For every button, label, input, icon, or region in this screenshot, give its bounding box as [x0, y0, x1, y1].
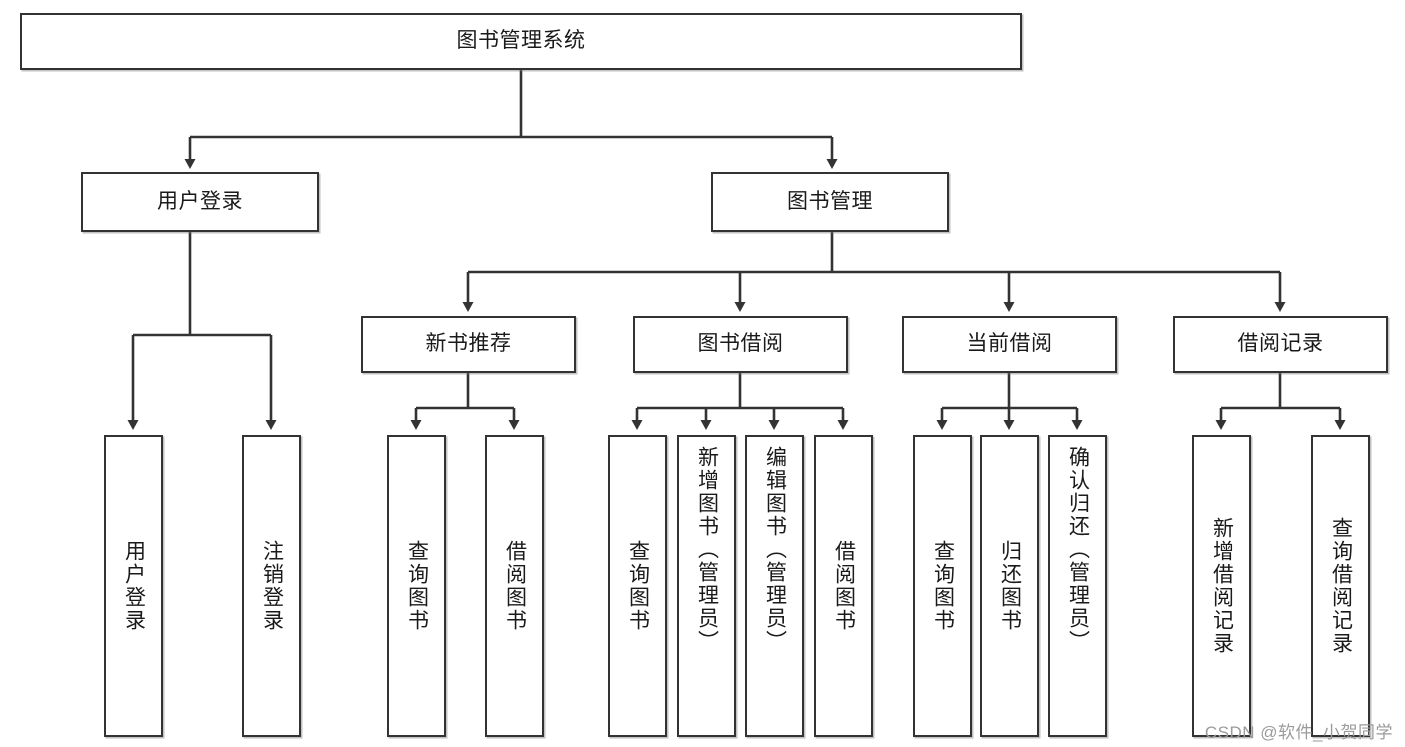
- leaf-record-query-record[interactable]: 查询借阅记录: [1311, 435, 1370, 737]
- leaf-label: 查询图书: [626, 540, 650, 632]
- leaf-current-confirm-return-admin[interactable]: 确认归还（管理员）: [1048, 435, 1107, 737]
- node-current-borrow-label: 当前借阅: [966, 332, 1053, 356]
- node-book-borrow[interactable]: 图书借阅: [633, 316, 848, 373]
- leaf-current-query-book[interactable]: 查询图书: [913, 435, 972, 737]
- leaf-borrow-query-book[interactable]: 查询图书: [608, 435, 667, 737]
- leaf-label: 归还图书: [998, 540, 1022, 632]
- node-book-management-label: 图书管理: [787, 189, 873, 213]
- leaf-label: 查询图书: [931, 540, 955, 632]
- leaf-label: 查询借阅记录: [1329, 517, 1353, 655]
- leaf-label: 新增借阅记录: [1210, 517, 1234, 655]
- leaf-label: 新增图书（管理员）: [695, 446, 719, 653]
- leaf-label: 借阅图书: [503, 540, 527, 632]
- watermark-text: CSDN @软件_小贺同学: [1204, 723, 1393, 742]
- node-book-borrow-label: 图书借阅: [697, 332, 784, 356]
- node-root-label: 图书管理系统: [456, 29, 586, 53]
- node-book-management[interactable]: 图书管理: [711, 172, 949, 232]
- leaf-current-return-book[interactable]: 归还图书: [980, 435, 1039, 737]
- node-new-book-recommend-label: 新书推荐: [425, 332, 512, 356]
- leaf-borrow-add-book-admin[interactable]: 新增图书（管理员）: [677, 435, 736, 737]
- leaf-label: 借阅图书: [832, 540, 856, 632]
- leaf-borrow-edit-book-admin[interactable]: 编辑图书（管理员）: [745, 435, 804, 737]
- node-user-login[interactable]: 用户登录: [81, 172, 319, 232]
- node-user-login-label: 用户登录: [157, 189, 243, 213]
- leaf-label: 查询图书: [405, 540, 429, 632]
- leaf-user-login-logout[interactable]: 注销登录: [242, 435, 301, 737]
- leaf-new-book-query[interactable]: 查询图书: [387, 435, 446, 737]
- node-borrow-record-label: 借阅记录: [1237, 332, 1324, 356]
- leaf-label: 编辑图书（管理员）: [763, 446, 787, 653]
- node-root[interactable]: 图书管理系统: [20, 13, 1022, 70]
- node-current-borrow[interactable]: 当前借阅: [902, 316, 1117, 373]
- node-borrow-record[interactable]: 借阅记录: [1173, 316, 1388, 373]
- leaf-borrow-borrow-book[interactable]: 借阅图书: [814, 435, 873, 737]
- leaf-record-add-record[interactable]: 新增借阅记录: [1192, 435, 1251, 737]
- leaf-label: 用户登录: [122, 540, 146, 632]
- leaf-label: 注销登录: [260, 540, 284, 632]
- leaf-user-login-login[interactable]: 用户登录: [104, 435, 163, 737]
- leaf-label: 确认归还（管理员）: [1066, 446, 1090, 653]
- leaf-new-book-borrow[interactable]: 借阅图书: [485, 435, 544, 737]
- node-new-book-recommend[interactable]: 新书推荐: [361, 316, 576, 373]
